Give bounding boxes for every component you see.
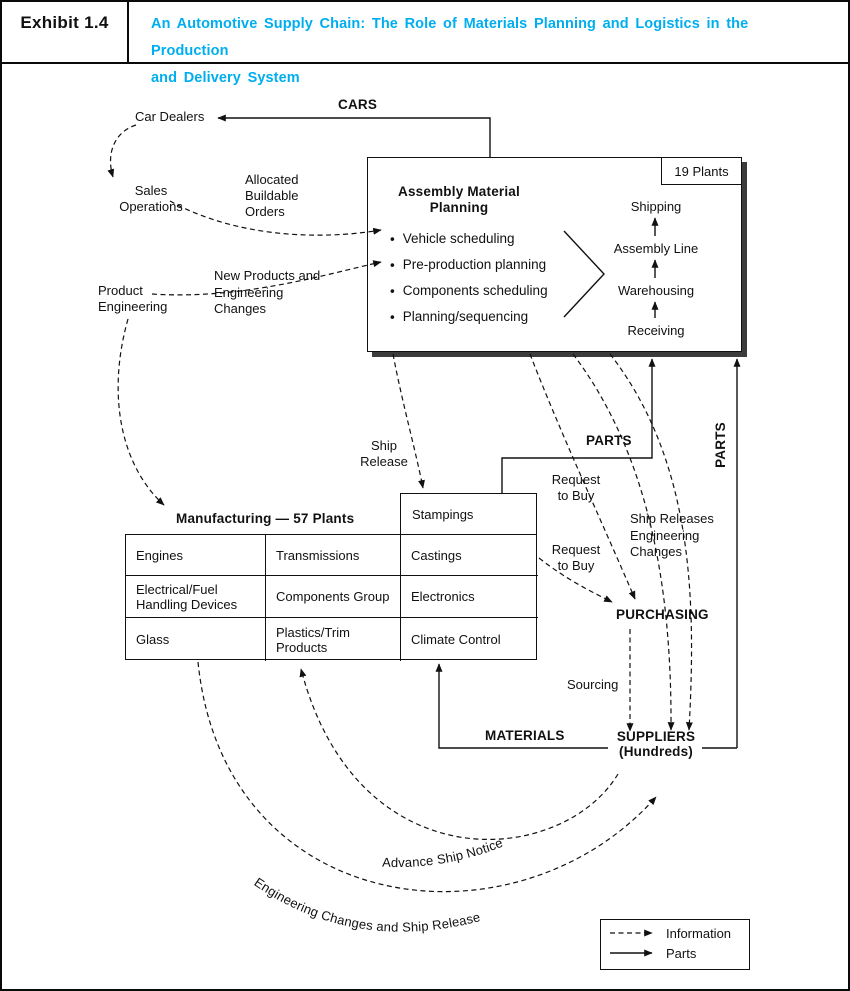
sourcing-label: Sourcing [567,677,619,692]
eng-changes-label: Engineering Changes and Ship Release [252,874,482,934]
parts-right-label: PARTS [713,422,728,468]
cars-label: CARS [338,97,378,112]
assembly-bullet-item: Vehicle scheduling [390,226,548,252]
parts-top-label: PARTS [586,433,632,448]
legend-box [600,919,750,970]
flow-step-shipping: Shipping [630,199,682,214]
allocated-orders-label: Allocated Buildable Orders [245,172,299,219]
request-to-buy-upper-label: Request to Buy [551,472,601,503]
materials-label: MATERIALS [485,728,565,743]
manufacturing-table: Engines Transmissions Castings Electrica… [125,534,538,661]
assembly-title: Assembly Material Planning [398,184,520,215]
arrow-prodeng-to-manufacturing [117,318,165,506]
arrow-engchanges-to-suppliers [197,661,657,893]
manufacturing-title-label: Manufacturing — 57 Plants [176,511,355,526]
assembly-bullet-item: Components scheduling [390,278,548,304]
table-cell: Plastics/Trim Products [266,618,401,661]
exhibit-title: An Automotive Supply Chain: The Role of … [129,2,848,86]
assembly-bullet-item: Planning/sequencing [390,304,548,330]
assembly-bullet-item: Pre-production planning [390,252,548,278]
table-cell: Engines [126,535,266,576]
stampings-box: Stampings [400,493,537,535]
request-to-buy-lower-label: Request to Buy [551,542,601,573]
table-cell: Climate Control [411,632,501,647]
new-products-label: New Products and Engineering Changes [214,268,321,316]
table-cell: Transmissions [266,535,401,576]
table-cell: Electrical/Fuel Handling Devices [126,576,266,618]
flow-step-warehousing: Warehousing [617,283,695,298]
suppliers-label: SUPPLIERS (Hundreds) [616,729,696,759]
arrow-dealers-to-salesops [107,124,137,178]
legend-parts-label: Parts [666,946,697,961]
advance-ship-notice-label: Advance Ship Notice [382,835,505,870]
table-cell: Glass [126,618,266,661]
ship-release-label: Ship Release [360,438,408,469]
purchasing-label: PURCHASING [616,607,709,622]
table-cell: Components Group [266,576,401,618]
table-cell: Castings [401,535,538,576]
flow-step-assembly-line: Assembly Line [613,241,699,256]
legend-information-label: Information [666,926,732,941]
exhibit-title-line1: An Automotive Supply Chain: The Role of … [151,16,749,59]
exhibit-title-line2: and Delivery System [151,70,300,86]
assembly-box: 19 Plants Assembly Material Planning Veh… [367,157,742,352]
exhibit-number: Exhibit 1.4 [2,2,129,62]
ship-releases-changes-label: Ship Releases Engineering Changes [630,511,714,559]
product-engineering-label: Product Engineering [98,283,168,314]
sales-operations-label: Sales Operations [119,183,183,214]
advance-ship-notice-curved-text: Advance Ship Notice [382,835,505,870]
exhibit-header: Exhibit 1.4 An Automotive Supply Chain: … [2,2,848,86]
arrow-advance-ship-notice [299,668,619,840]
assembly-bullet-list: Vehicle scheduling Pre-production planni… [390,226,548,330]
eng-changes-curved-text: Engineering Changes and Ship Release [252,874,482,934]
arrow-cars [217,114,491,157]
flow-step-receiving: Receiving [627,323,685,338]
table-cell: Electronics [401,576,538,618]
plants-badge: 19 Plants [661,158,741,185]
car-dealers-label: Car Dealers [135,109,205,124]
